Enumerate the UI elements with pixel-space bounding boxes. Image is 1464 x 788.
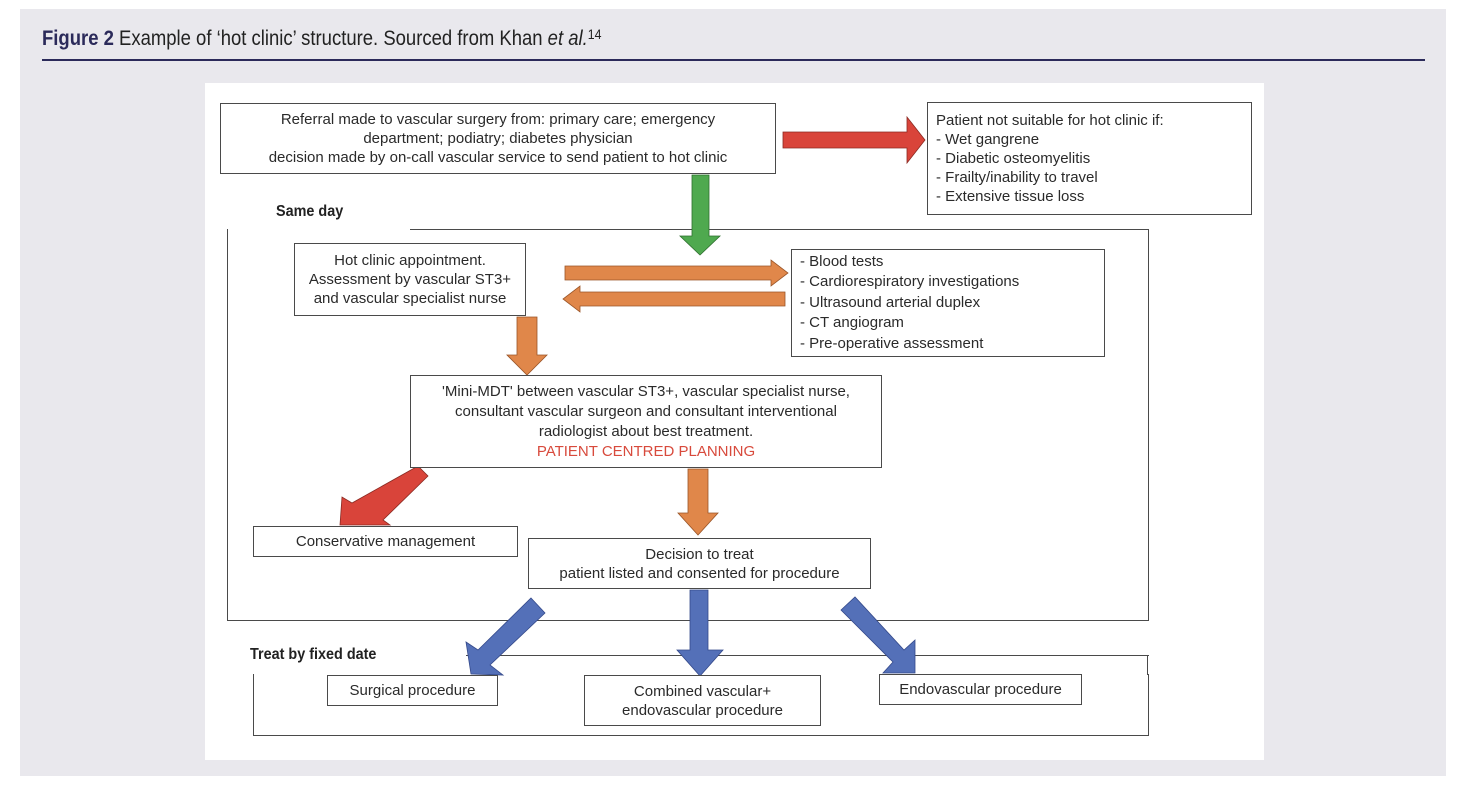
section-label-treat-by-fixed-date: Treat by fixed date [250,646,377,663]
node-combined: Combined vascular+ endovascular procedur… [584,675,821,726]
conservative-label: Conservative management [295,533,476,550]
referral-line: Referral made to vascular surgery from: … [280,111,716,128]
treat-frame-top [466,655,1149,656]
mini-mdt-line: consultant vascular surgeon and consulta… [455,402,837,420]
mini-mdt-line: 'Mini-MDT' between vascular ST3+, vascul… [442,382,850,400]
node-surgical: Surgical procedure [327,675,498,706]
mini-mdt-line: radiologist about best treatment. [538,422,754,440]
node-conservative: Conservative management [253,526,518,557]
investigation-item: - Cardiorespiratory investigations [800,273,1020,291]
node-decision: Decision to treat patient listed and con… [528,538,871,589]
surgical-label: Surgical procedure [349,682,476,699]
combined-line: endovascular procedure [622,701,783,719]
not-suitable-title: Patient not suitable for hot clinic if: [936,112,1164,129]
patient-centred-planning: PATIENT CENTRED PLANNING [536,442,756,460]
combined-line: Combined vascular+ [633,682,772,700]
referral-line: decision made by on-call vascular servic… [268,149,728,166]
caption-italic: et al. [547,27,588,50]
not-suitable-item: - Frailty/inability to travel [936,169,1098,186]
endovascular-label: Endovascular procedure [899,681,1062,698]
treat-frame-right [1147,655,1148,675]
caption-text: Example of ‘hot clinic’ structure. Sourc… [113,27,548,50]
referral-line: department; podiatry; diabetes physician [363,130,633,147]
figure-caption: Figure 2 Example of ‘hot clinic’ structu… [42,26,601,51]
treat-frame [253,674,1149,736]
investigation-item: - Pre-operative assessment [800,334,984,352]
node-hot-clinic: Hot clinic appointment. Assessment by va… [294,243,526,316]
node-investigations: - Blood tests - Cardiorespiratory invest… [791,249,1105,357]
not-suitable-item: - Extensive tissue loss [936,188,1085,205]
caption-rule [42,59,1425,61]
investigation-item: - CT angiogram [800,314,904,332]
node-mini-mdt: 'Mini-MDT' between vascular ST3+, vascul… [410,375,882,468]
node-endovascular: Endovascular procedure [879,674,1082,705]
figure-label: Figure 2 [42,27,114,50]
not-suitable-item: - Wet gangrene [936,131,1040,148]
node-referral: Referral made to vascular surgery from: … [220,103,776,174]
same-day-frame-top [410,229,1149,230]
hot-clinic-line: and vascular specialist nurse [313,290,507,307]
caption-reference: 14 [587,26,602,42]
node-not-suitable: Patient not suitable for hot clinic if: … [927,102,1252,215]
not-suitable-item: - Diabetic osteomyelitis [936,150,1091,167]
investigation-item: - Blood tests [800,252,884,270]
investigation-item: - Ultrasound arterial duplex [800,293,981,311]
hot-clinic-line: Hot clinic appointment. [334,252,486,269]
decision-line: Decision to treat [645,545,754,563]
decision-line: patient listed and consented for procedu… [559,564,840,582]
section-label-same-day: Same day [276,203,344,220]
hot-clinic-line: Assessment by vascular ST3+ [308,271,512,288]
